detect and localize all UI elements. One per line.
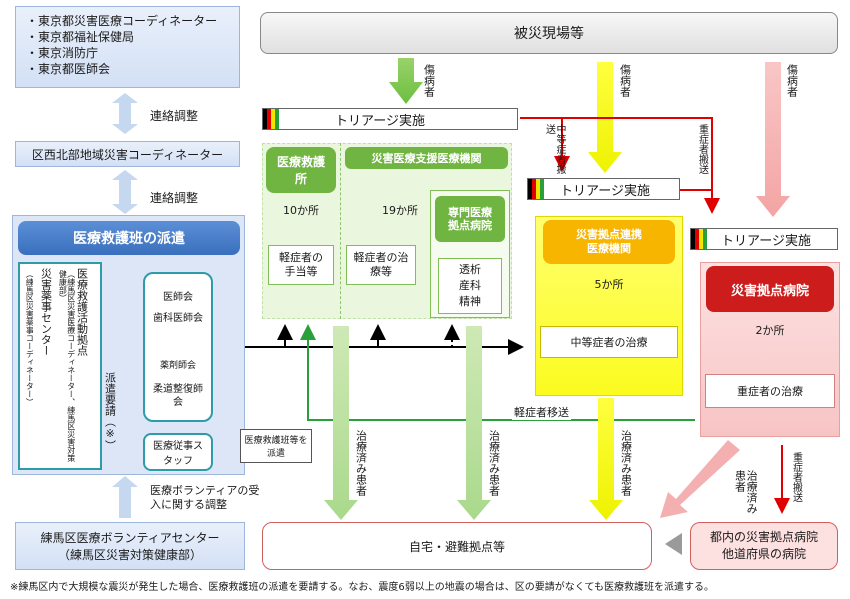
- triage-box-3: トリアージ実施: [690, 228, 838, 250]
- volunteer-center-line2: （練馬区災害対策健康部）: [57, 548, 202, 562]
- footnote: ※練馬区内で大規模な震災が発生した場合、医療救護班の派遣を要請する。なお、震度6…: [10, 582, 714, 593]
- treated-arrow-2: [457, 326, 491, 520]
- area-divider: [340, 143, 341, 319]
- treated-label-3: 治療済み患者: [619, 430, 633, 496]
- home-shelter-box: 自宅・避難拠点等: [262, 522, 652, 570]
- treated-label-4: 治療済み患者: [733, 470, 759, 514]
- severe-transport-line: [562, 117, 720, 214]
- moderate-transport-label: 中等症者搬送: [543, 124, 566, 174]
- first-aid-station-box: 医療救護所: [266, 147, 336, 193]
- other-hospitals-box: 都内の災害拠点病院 他道府県の病院: [690, 522, 838, 570]
- association-pharmacists: 薬剤師会: [159, 361, 196, 371]
- org-item: ・東京消防庁: [26, 46, 99, 60]
- base-partner-role-box: 中等症者の治療: [540, 326, 678, 358]
- support-role-box: 軽症者の治療等: [346, 245, 416, 285]
- medical-staff-box: 医療従事スタッフ: [143, 433, 213, 471]
- disaster-site-label: 被災現場等: [514, 26, 584, 42]
- support-role: 軽症者の治療等: [353, 251, 409, 278]
- base-hospital-title: 災害拠点病院: [730, 283, 809, 299]
- base-partner-title: 災害拠点連携医療機関: [576, 228, 642, 255]
- injured-label-3: 傷病者: [785, 64, 799, 97]
- dispatch-request-label: 派遣要請（※）: [103, 372, 117, 451]
- treated-label-1: 治療済み患者: [354, 430, 368, 496]
- base-partner-count: 5か所: [594, 278, 624, 291]
- pharma-center-sub: （練馬区災害薬事コーディネーター）: [25, 270, 34, 406]
- mild-transfer-line: [300, 324, 695, 421]
- specialized-fields-box: 透析産科精神: [438, 258, 502, 314]
- base-partner-role: 中等症者の治療: [570, 336, 648, 349]
- injured-label-2: 傷病者: [618, 64, 632, 97]
- support-institutions-box: 災害医療支援医療機関: [345, 147, 508, 169]
- mild-transfer-label: 軽症者移送: [512, 404, 571, 420]
- volunteer-arrow: [112, 476, 138, 518]
- transfer-triangle: [665, 533, 682, 555]
- triage-tag-icon: [691, 229, 707, 249]
- relief-hq-box: [18, 262, 102, 470]
- liaison-label-2: 連絡調整: [150, 191, 199, 205]
- injured-arrow-pink: [756, 62, 790, 217]
- liaison-arrow-1: [112, 93, 138, 134]
- district-coordinator-box: 区西北部地域災害コーディネーター: [15, 141, 240, 167]
- injured-arrow-green: [389, 58, 423, 104]
- base-hospital-title-box: 災害拠点病院: [706, 266, 834, 312]
- triage-box-1: トリアージ実施: [262, 108, 518, 130]
- first-aid-role: 軽症者の手当等: [279, 251, 323, 278]
- specialized-hospital-label: 専門医療拠点病院: [448, 206, 492, 232]
- dispatch-title: 医療救護班の派遣: [73, 231, 185, 247]
- first-aid-count: 10か所: [283, 204, 319, 217]
- triage-tag-icon: [263, 109, 279, 129]
- injured-label-1: 傷病者: [422, 64, 436, 97]
- base-hospital-role: 重症者の治療: [737, 385, 803, 398]
- base-hospital-count: 2か所: [755, 324, 785, 337]
- treated-arrow-3: [589, 398, 623, 520]
- triage-box-2: トリアージ実施: [527, 178, 680, 200]
- treated-arrow-1: [324, 326, 358, 520]
- disaster-site-box: 被災現場等: [260, 12, 838, 54]
- dispatch-note-box: 医療救護班等を派遣: [240, 429, 312, 463]
- support-count: 19か所: [382, 204, 418, 217]
- triage-label-3: トリアージ実施: [721, 233, 811, 249]
- base-hospital-role-box: 重症者の治療: [705, 374, 835, 408]
- first-aid-role-box: 軽症者の手当等: [268, 245, 334, 285]
- volunteer-center-box: 練馬区医療ボランティアセンター （練馬区災害対策健康部）: [15, 522, 245, 570]
- base-partner-title-box: 災害拠点連携医療機関: [543, 220, 675, 264]
- dispatch-title-box: 医療救護班の派遣: [18, 221, 240, 255]
- org-item: ・東京都福祉保健局: [26, 30, 135, 44]
- liaison-label-1: 連絡調整: [150, 109, 199, 123]
- medical-staff-label: 医療従事スタッフ: [153, 441, 203, 467]
- relief-hq-sub: （練馬区災害医療コーディネーター、練馬区災害対策健康部）: [58, 270, 75, 462]
- org-item: ・東京都医師会: [26, 62, 111, 76]
- other-hospitals-line2: 他道府県の病院: [721, 547, 806, 561]
- first-aid-station-label: 医療救護所: [276, 155, 325, 186]
- pharma-center-title: 災害薬事センター: [39, 268, 53, 356]
- top-left-org-box: ・東京都災害医療コーディネーター ・東京都福祉保健局 ・東京消防庁 ・東京都医師…: [15, 6, 240, 88]
- support-institutions-label: 災害医療支援医療機関: [371, 152, 482, 165]
- district-coordinator-label: 区西北部地域災害コーディネーター: [31, 147, 224, 162]
- treated-label-2: 治療済み患者: [487, 430, 501, 496]
- severe-transport-label-2: 重症者搬送: [790, 452, 802, 502]
- triage-label-1: トリアージ実施: [335, 113, 425, 129]
- org-item: ・東京都災害医療コーディネーター: [26, 14, 218, 28]
- association-judo: 柔道整復師会: [153, 384, 203, 408]
- other-hospitals-line1: 都内の災害拠点病院: [709, 530, 818, 544]
- liaison-arrow-2: [112, 170, 138, 214]
- treated-arrow-4: [660, 440, 740, 518]
- volunteer-adjust-label: 医療ボランティアの受入に関する調整: [150, 484, 260, 511]
- association-doctors: 医師会: [163, 292, 193, 303]
- specialized-hospital-box: 専門医療拠点病院: [435, 196, 505, 242]
- triage-tag-icon: [528, 179, 544, 199]
- association-list-box: [143, 272, 213, 422]
- specialized-fields: 透析産科精神: [459, 263, 481, 308]
- relief-hq-title: 医療救護活動拠点: [75, 268, 89, 356]
- triage-label-2: トリアージ実施: [560, 183, 650, 199]
- home-shelter-label: 自宅・避難拠点等: [408, 539, 505, 554]
- association-dentists: 歯科医師会: [153, 313, 203, 324]
- dispatch-note: 医療救護班等を派遣: [244, 436, 308, 459]
- volunteer-center-line1: 練馬区医療ボランティアセンター: [40, 531, 220, 545]
- severe-transport-label-1: 重症者搬送: [696, 124, 708, 174]
